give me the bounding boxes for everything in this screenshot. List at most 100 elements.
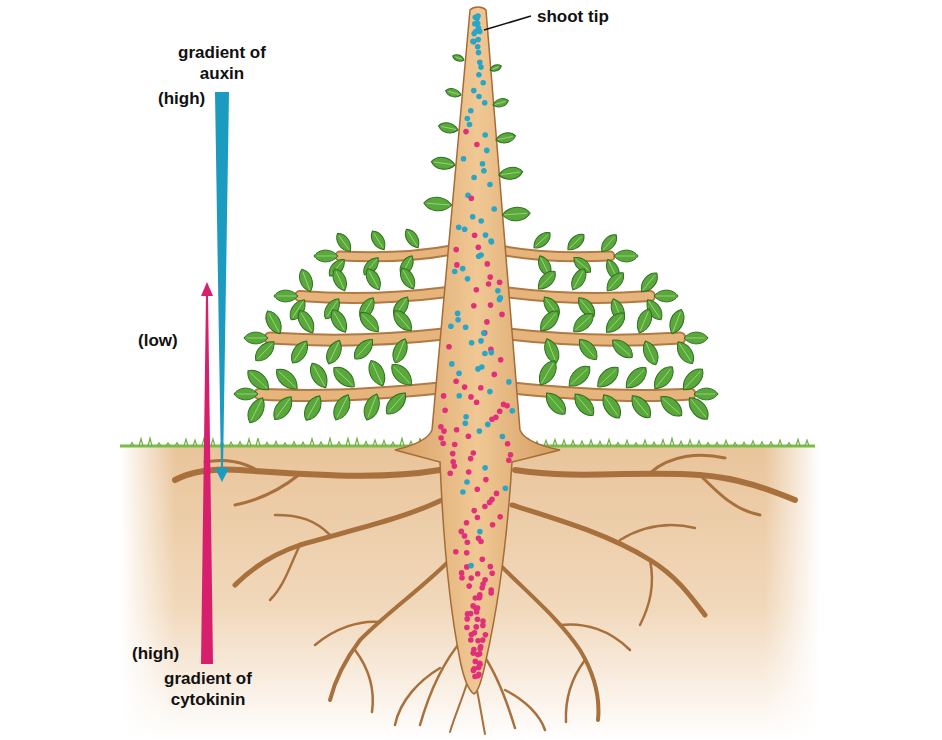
leaf-vein [339,236,349,250]
cytokinin-dot [464,550,470,556]
leaf [602,309,629,337]
grass-tuft [157,443,161,446]
cytokinin-dot [453,379,459,385]
auxin-dot [478,338,484,344]
leaf [536,307,563,335]
cytokinin-dot [482,330,488,336]
auxin-dot [480,161,486,167]
auxin-dot [481,330,487,336]
cytokinin-dot [465,611,471,617]
leaf-blade [387,360,416,390]
leaf [329,363,359,392]
leaf-blade [614,250,638,262]
leaf-blade [502,206,531,222]
grass-tuft [175,443,179,446]
cytokinin-dot [480,623,486,629]
leaf-blade [593,363,623,392]
grass-tuft [751,441,755,446]
leaf [656,392,686,421]
leaf-vein [449,91,460,94]
leaf [314,250,338,262]
leaf-vein [575,259,588,270]
leaf-blade [452,53,465,63]
grass-tuft [355,438,359,446]
leaf-blade [598,391,625,422]
leaf [452,53,465,63]
cytokinin-dot [468,637,474,643]
cytokinin-dot [454,427,460,433]
leaf-blade [431,156,456,171]
leaf [437,121,459,135]
cytokinin-dot [497,279,503,285]
leaf-vein [569,237,581,249]
leaf-vein [628,370,644,386]
leaf-vein [634,397,648,415]
leaf-vein [277,398,290,417]
leaf-vein [337,397,347,418]
leaf-vein [656,296,675,297]
auxin-dot [463,421,469,427]
auxin-dot [455,311,461,317]
cytokinin-dot [487,274,493,280]
leaf-vein [603,237,614,250]
leaf [368,228,389,252]
cytokinin-dot [475,673,481,679]
leaf [330,266,350,293]
cytokinin-dot [508,452,514,458]
leaf-blade [402,226,423,250]
cytokinin-dot [486,281,492,287]
grass-tuft [625,440,629,446]
leaf-vein [574,271,583,288]
leaf-vein [369,271,378,288]
auxin-dot [448,323,454,329]
auxin-dot [473,14,479,20]
grass-tuft [544,440,548,446]
leaf-blade [330,266,350,293]
cytokinin-dot [462,384,468,390]
cytokinin-dot [494,491,500,497]
leaf-blade [365,358,389,389]
auxin-dot [455,317,461,323]
grass-tuft [670,438,674,446]
auxin-dot [482,465,488,471]
auxin-dot [483,232,489,238]
cytokinin-dot [474,142,480,148]
cytokinin-dot [441,393,447,399]
cytokinin-dot [459,575,465,581]
leaf-blade [397,265,419,292]
leaf-blade [363,266,385,293]
leaf-blade [244,332,268,344]
cytokinin-dot [488,564,494,570]
grass-tuft [400,438,404,446]
grass-tuft [391,442,395,446]
leaf-vein [609,275,622,289]
grass-tuft [193,440,197,446]
auxin-dot [477,29,483,35]
cytokinin-dot [438,435,444,441]
auxin-dot [495,288,501,294]
grass-tuft [130,443,134,446]
leaves [234,53,718,426]
auxin-dot [488,238,494,244]
gradient-title: gradient of auxin [162,42,282,84]
leaf-blade [287,338,312,367]
grass-tuft [733,443,737,446]
auxin-dot [477,529,483,535]
leaf [333,230,354,254]
leaf-blade [534,268,559,293]
cytokinin-dot [476,665,482,671]
cytokinin-dot [463,129,469,135]
leaf [269,393,296,424]
leaf-vein [427,203,450,205]
leaf-vein [336,370,353,386]
cytokinin-dot [475,515,481,521]
auxin-dot [482,100,488,106]
grass-tuft [796,439,800,446]
cytokinin-dot [474,400,480,406]
leaf-blade [564,362,594,391]
auxin-dot [461,156,467,162]
cytokinin-dot [484,319,490,325]
grass-tuft [553,439,557,446]
cytokinin-dot [477,646,483,652]
leaf-blade [330,392,355,423]
